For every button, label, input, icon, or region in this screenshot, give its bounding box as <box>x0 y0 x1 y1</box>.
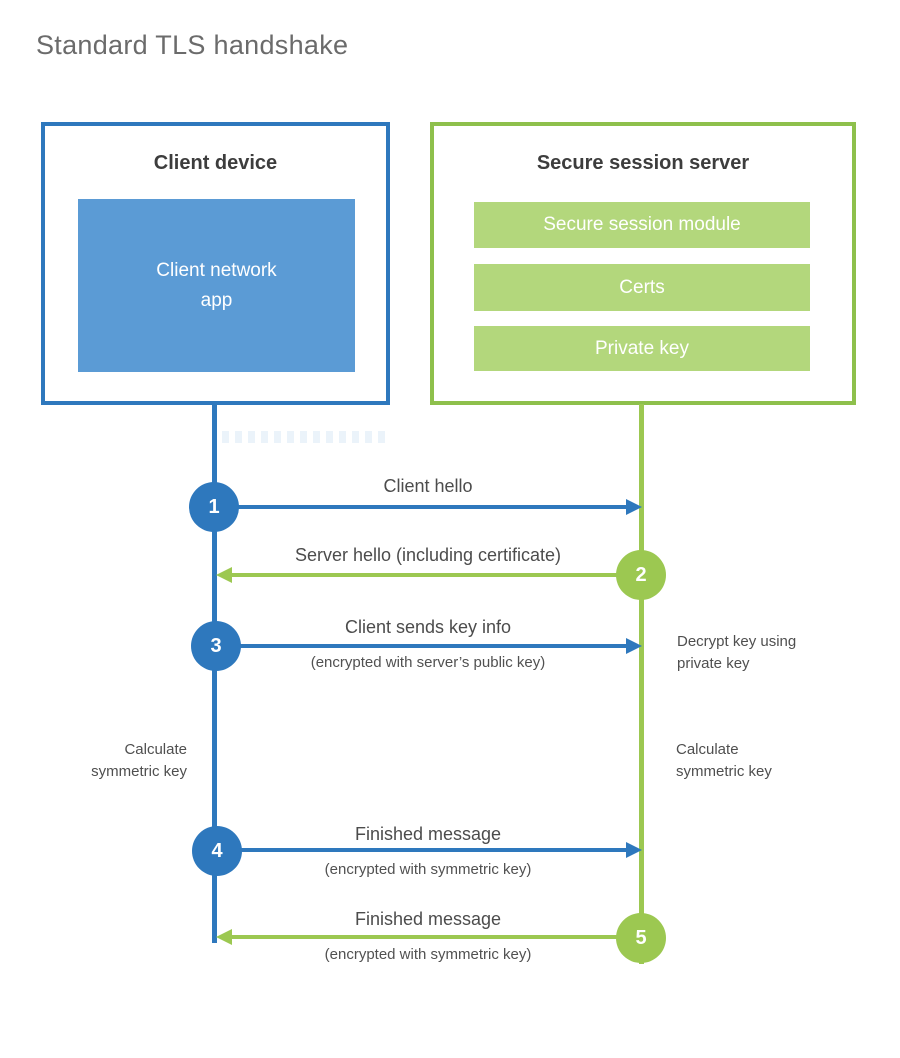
step-2-badge: 2 <box>616 550 666 600</box>
page-title: Standard TLS handshake <box>36 30 349 60</box>
arrow-finished-client <box>217 848 626 852</box>
step-3-badge: 3 <box>191 621 241 671</box>
note-decrypt-key: Decrypt key using private key <box>677 633 797 672</box>
step-4-badge: 4 <box>192 826 242 876</box>
step-4-number: 4 <box>211 839 223 862</box>
private-key-label: Private key <box>595 337 689 359</box>
arrow-client-hello <box>214 505 626 509</box>
note-calculate-symmetric-left: Calculate symmetric key <box>91 741 187 780</box>
client-network-app-label: Client network app <box>156 260 277 311</box>
message-label-client-hello: Client hello <box>383 476 473 496</box>
message-label-finished-client: Finished message <box>354 824 502 844</box>
faint-dashes-decoration <box>222 431 385 443</box>
server-module-bar: Private key <box>474 326 810 371</box>
step-1-number: 1 <box>208 495 220 518</box>
message-sub-finished-server: (encrypted with symmetric key) <box>324 946 532 963</box>
arrow-finished-server <box>230 935 641 939</box>
arrow-key-info <box>216 644 626 648</box>
arrow-left-head-icon <box>216 567 232 583</box>
arrow-right-head-icon <box>626 638 642 654</box>
client-network-app-box: Client network app <box>78 199 355 372</box>
step-3-number: 3 <box>210 634 222 657</box>
note-calculate-symmetric-right: Calculate symmetric key <box>676 741 772 780</box>
client-device-header: Client device <box>153 152 278 174</box>
message-sub-key-info: (encrypted with server’s public key) <box>310 654 546 671</box>
message-label-finished-server: Finished message <box>354 909 502 929</box>
step-2-number: 2 <box>635 563 647 586</box>
secure-session-server-header: Secure session server <box>536 152 750 174</box>
server-module-bar: Secure session module <box>474 202 810 248</box>
arrow-right-head-icon <box>626 499 642 515</box>
message-label-key-info: Client sends key info <box>344 617 512 637</box>
step-5-badge: 5 <box>616 913 666 963</box>
server-module-bar: Certs <box>474 264 810 311</box>
arrow-right-head-icon <box>626 842 642 858</box>
step-5-number: 5 <box>635 926 647 949</box>
secure-session-module-label: Secure session module <box>543 214 741 235</box>
client-lifeline <box>212 404 217 943</box>
arrow-server-hello <box>230 573 641 577</box>
server-lifeline <box>639 404 644 964</box>
message-sub-finished-client: (encrypted with symmetric key) <box>324 861 532 878</box>
message-label-server-hello: Server hello (including certificate) <box>294 545 562 565</box>
arrow-left-head-icon <box>216 929 232 945</box>
certs-label: Certs <box>619 276 665 298</box>
step-1-badge: 1 <box>189 482 239 532</box>
